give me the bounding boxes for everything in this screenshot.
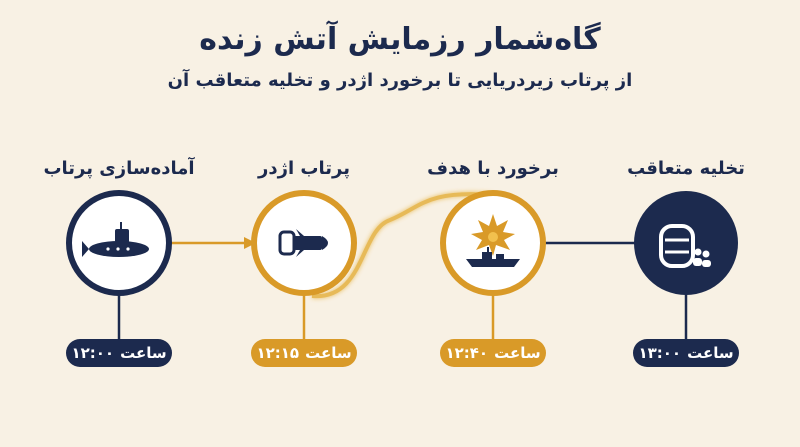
time-prefix: ساعت <box>305 344 352 362</box>
explosion-ship-icon <box>466 214 520 267</box>
step-4-node <box>634 191 738 295</box>
step-3-node <box>440 190 546 296</box>
time-badge-step-4: ساعت ۱۳:۰۰ <box>633 339 739 367</box>
step-2-node <box>251 190 357 296</box>
page-title: گاه‌شمار رزمایش آتش زنده <box>199 22 601 57</box>
time-value: ۱۲:۱۵ <box>256 344 300 362</box>
time-value: ۱۲:۰۰ <box>71 344 115 362</box>
time-prefix: ساعت <box>120 344 167 362</box>
submarine-icon <box>82 222 149 257</box>
time-prefix: ساعت <box>494 344 541 362</box>
time-value: ۱۲:۴۰ <box>445 344 489 362</box>
step-1-label: آماده‌سازی پرتاب <box>43 158 195 179</box>
time-badge-step-3: ساعت ۱۲:۴۰ <box>440 339 546 367</box>
step-1-node <box>66 190 172 296</box>
time-badge-step-2: ساعت ۱۲:۱۵ <box>251 339 357 367</box>
time-badge-step-1: ساعت ۱۲:۰۰ <box>66 339 172 367</box>
page-subtitle: از پرتاب زیردریایی تا برخورد اژدر و تخلی… <box>167 70 633 91</box>
connector-launch-prep-to-torpedo <box>170 237 256 249</box>
step-3-label: برخورد با هدف <box>427 158 559 179</box>
torpedo-icon <box>278 229 328 257</box>
time-value: ۱۳:۰۰ <box>638 344 682 362</box>
torpedo-path-curve <box>311 192 493 299</box>
step-2-label: پرتاب اژدر <box>258 158 350 179</box>
liferaft-icon <box>659 224 711 268</box>
step-4-label: تخلیه متعاقب <box>627 158 745 179</box>
time-prefix: ساعت <box>687 344 734 362</box>
